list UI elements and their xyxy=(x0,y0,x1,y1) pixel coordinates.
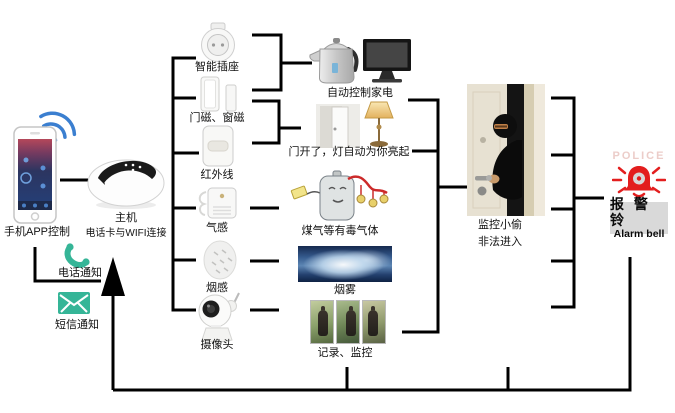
floor-lamp-icon xyxy=(364,101,394,147)
intruder-label-line1: 监控小偷 xyxy=(478,219,522,231)
surveillance-photo xyxy=(336,300,360,344)
intruder-label-line2: 非法进入 xyxy=(478,236,522,248)
surveillance-photo xyxy=(310,300,334,344)
open-door-icon xyxy=(316,104,360,148)
door-sensor-icon xyxy=(200,76,237,112)
smartphone-icon xyxy=(13,126,57,224)
result-label-auto-appliances: 自动控制家电 xyxy=(327,87,393,99)
gas-cylinder-icon xyxy=(290,170,389,221)
sensor-label-infrared: 红外线 xyxy=(200,169,234,181)
surveillance-photos xyxy=(310,300,386,344)
alarm-bell-label-box: 报 警 铃 Alarm bell xyxy=(610,196,668,240)
sensor-label-door-magnet: 门磁、窗磁 xyxy=(189,112,245,124)
smoke-sensor-icon xyxy=(203,240,237,280)
sensor-label-smart-socket: 智能插座 xyxy=(195,61,239,73)
smart-socket-icon xyxy=(201,22,235,62)
hub-connection-label: 电话卡与WIFI连接 xyxy=(85,228,167,239)
tv-icon xyxy=(363,39,411,83)
result-label-smoke-cloud: 烟雾 xyxy=(334,284,356,296)
up-arrow-icon xyxy=(101,257,125,296)
alarm-bell-name-en: Alarm bell xyxy=(613,228,665,240)
police-text: POLICE xyxy=(612,150,666,162)
kettle-icon xyxy=(309,38,359,84)
camera-icon xyxy=(198,292,240,343)
surveillance-photo xyxy=(362,300,386,344)
call-notification-label: 电话通知 xyxy=(58,267,102,279)
hub-icon xyxy=(87,159,165,209)
smoke-cloud-image xyxy=(298,246,392,282)
result-label-toxic-gas: 煤气等有毒气体 xyxy=(301,225,379,237)
sms-notification-label: 短信通知 xyxy=(55,319,99,331)
sensor-label-camera: 摄像头 xyxy=(200,339,234,351)
result-label-door-light: 门开了，灯自动为你亮起 xyxy=(288,146,410,158)
alarm-bell-name-cn: 报 警 铃 xyxy=(610,196,651,228)
alarm-bell-icon xyxy=(612,166,666,198)
burglar-photo xyxy=(467,84,545,216)
hub-name-label: 主机 xyxy=(115,212,137,224)
handset-icon xyxy=(64,243,90,268)
envelope-icon xyxy=(58,292,90,314)
sensor-label-gas: 气感 xyxy=(206,222,228,234)
pir-sensor-icon xyxy=(202,125,234,167)
sensor-label-smoke: 烟感 xyxy=(206,282,228,294)
result-label-record-monitor: 记录、监控 xyxy=(317,347,373,359)
phone-app-label: 手机APP控制 xyxy=(3,226,70,238)
gas-sensor-icon xyxy=(198,187,237,219)
